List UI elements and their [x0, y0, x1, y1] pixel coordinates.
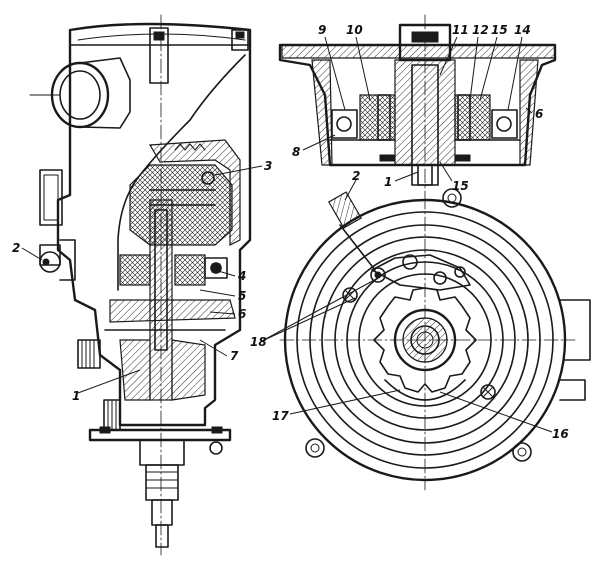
label-plan-17: 17: [272, 409, 289, 423]
label-plan-2: 2: [352, 169, 360, 183]
label-top-15a: 15: [491, 23, 508, 37]
label-plan-16: 16: [552, 427, 569, 441]
terminal-connector: [328, 191, 376, 271]
label-top-14: 14: [514, 23, 531, 37]
label-left-2: 2: [12, 241, 20, 255]
label-top-12: 12: [472, 23, 489, 37]
label-left-3: 3: [264, 159, 272, 173]
base-bracket: [88, 428, 232, 442]
drive-spindle: [139, 439, 185, 548]
leader-lines: [21, 36, 553, 433]
label-top-1: 1: [384, 175, 392, 189]
inlet-pipe: [29, 57, 131, 129]
label-left-6: 6: [238, 307, 246, 321]
side-connector: [39, 239, 76, 281]
label-top-10: 10: [346, 23, 363, 37]
callout-labels: 1 2 3 4 5 6 7 9 10 11 12 15 14 6 8 1 15 …: [12, 23, 569, 441]
right-ear: [559, 299, 591, 361]
label-left-7: 7: [230, 349, 239, 363]
label-top-11: 11: [452, 23, 469, 37]
flange-plate: [109, 299, 236, 323]
label-top-6: 6: [535, 107, 543, 121]
contact-breaker: [342, 254, 496, 400]
label-left-1: 1: [72, 389, 80, 403]
label-plan-18: 18: [250, 335, 267, 349]
label-top-15b: 15: [452, 179, 469, 193]
upper-chamber-wall: [148, 139, 241, 246]
top-bolt-boss: [149, 27, 169, 84]
magnet-stack: [359, 94, 491, 141]
top-section-view: [278, 14, 557, 196]
housing-outline: [56, 22, 252, 427]
side-section-view: [29, 14, 252, 556]
label-top-8: 8: [292, 145, 300, 159]
plan-view: [279, 188, 591, 491]
label-top-9: 9: [318, 23, 326, 37]
label-left-5: 5: [238, 289, 246, 303]
label-left-4: 4: [237, 269, 246, 283]
mounting-boss: [39, 169, 63, 226]
rotor-assembly: [119, 254, 228, 286]
